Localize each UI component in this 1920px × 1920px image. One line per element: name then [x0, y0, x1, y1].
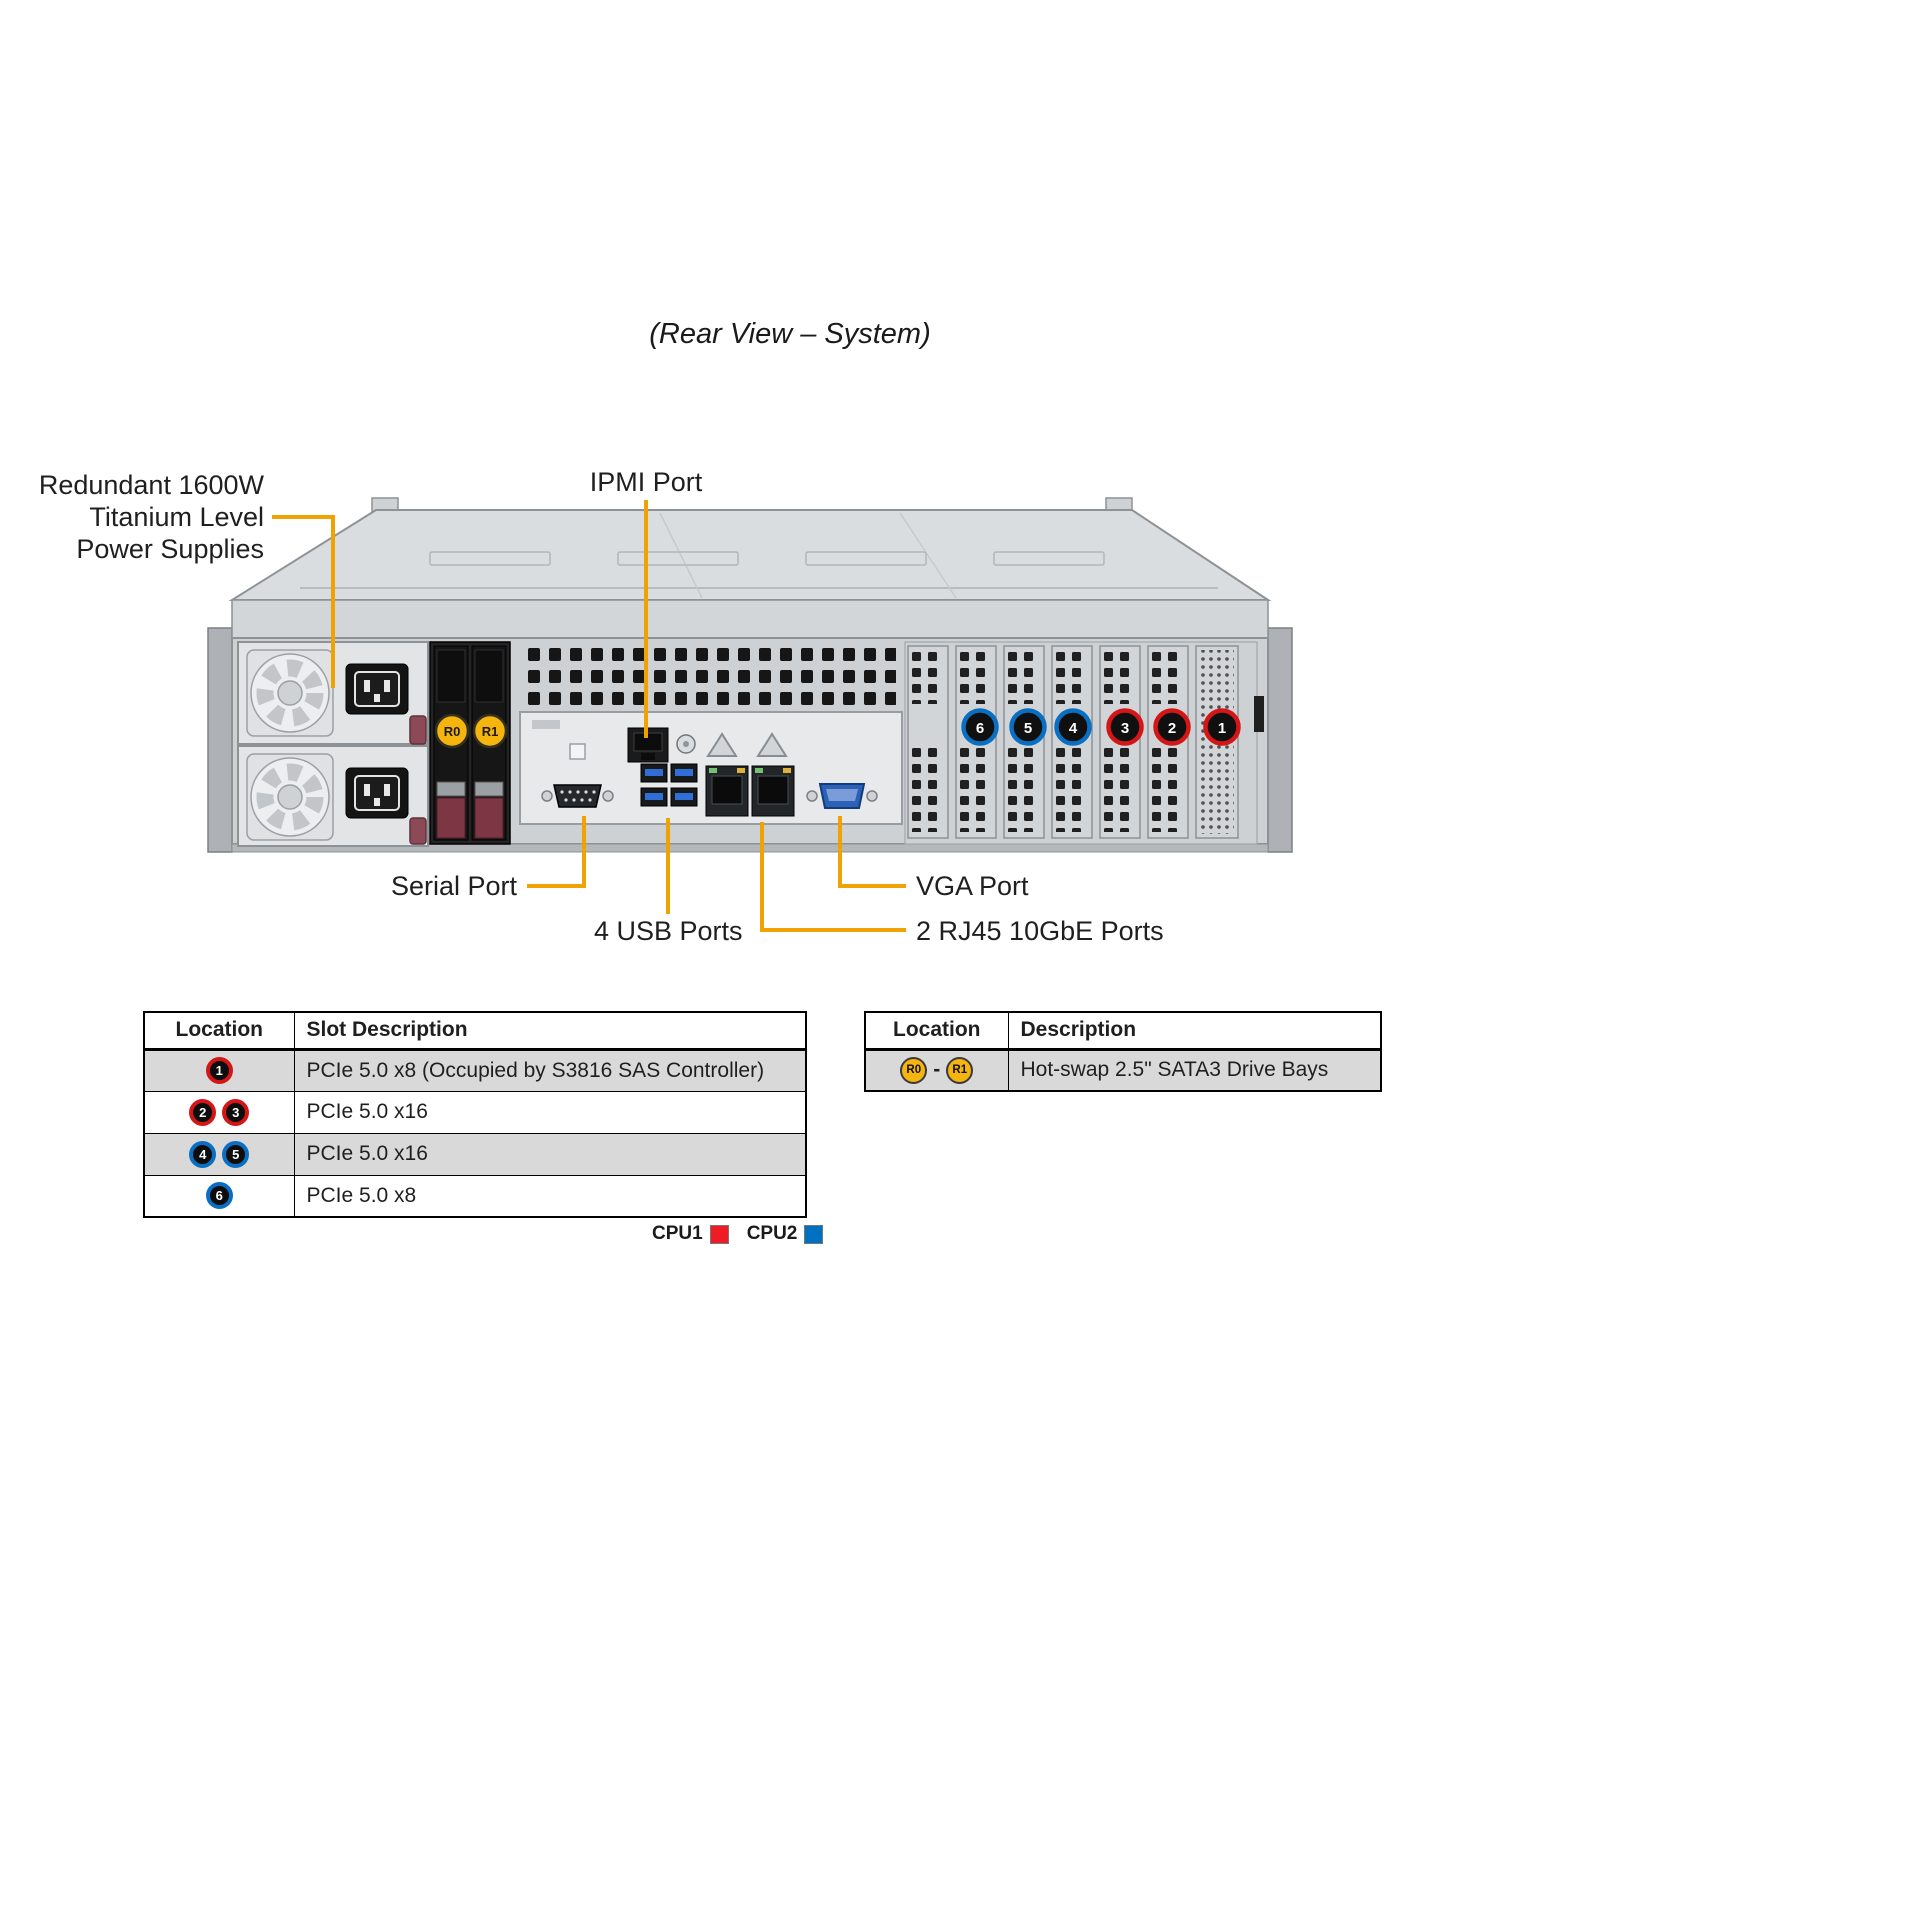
- panel-print: [532, 720, 560, 729]
- pcie-slot-marker: [1009, 708, 1047, 746]
- drive-tray-latch: [436, 797, 466, 839]
- ipmi-callout-label: IPMI Port: [589, 467, 703, 497]
- drive-table-header-description: Description: [1007, 1011, 1382, 1051]
- slot-description-cell: PCIe 5.0 x8 (Occupied by S3816 SAS Contr…: [293, 1048, 807, 1092]
- serial-callout-label: Serial Port: [390, 871, 517, 901]
- rj45-callout-label: 2 RJ45 10GbE Ports: [916, 916, 1164, 946]
- slot-table-row: 1 PCIe 5.0 x8 (Occupied by S3816 SAS Cont…: [143, 1048, 807, 1092]
- serial-port: [541, 784, 614, 808]
- chassis-top-lid: [228, 509, 1272, 601]
- server-rear-diagram: R0 R1: [207, 497, 1293, 932]
- drive-bay-marker-label: R1: [482, 724, 499, 739]
- chassis-ear-right: [1267, 627, 1293, 853]
- drive-bays: R0 R1: [429, 641, 511, 845]
- legend-label: CPU2: [746, 1223, 798, 1244]
- psu-2: [237, 745, 429, 847]
- usb-ports: [640, 763, 698, 807]
- pcie-slot-area: 6 5 4 3 2 1: [904, 641, 1264, 845]
- lid-seam: [659, 512, 703, 599]
- pcie-slot-number: 5: [1024, 720, 1032, 737]
- slot-badge: 2: [189, 1098, 217, 1126]
- drive-bay-marker: [472, 713, 508, 749]
- drive-bay-badge: R0: [900, 1056, 928, 1084]
- lid-latch-mark: [617, 551, 739, 566]
- slot-badge: 5: [222, 1140, 250, 1168]
- callout-lines: [272, 500, 906, 932]
- slot-description-cell: PCIe 5.0 x8: [293, 1174, 807, 1218]
- drive-tray-latch: [474, 797, 504, 839]
- rj45-ports: [705, 765, 795, 817]
- triangle-mark: [706, 732, 738, 757]
- pcie-slot-marker: [1106, 708, 1144, 746]
- pcie-slot-marker: [1054, 708, 1092, 746]
- pcie-slot-marker: [1203, 708, 1241, 746]
- slot-table-header-description: Slot Description: [293, 1011, 807, 1051]
- vga-callout-label: VGA Port: [916, 871, 1029, 901]
- slot-table: Location Slot Description 1 PCIe 5.0 x8 (…: [143, 1011, 807, 1218]
- psu-latch: [409, 715, 427, 745]
- slot-location-cell: 6: [143, 1174, 295, 1218]
- triangle-mark: [756, 732, 788, 757]
- chassis-switch: [1254, 696, 1264, 732]
- usb-callout-label: 4 USB Ports: [594, 916, 743, 946]
- drive-bay-marker: [434, 713, 470, 749]
- slot-table-row: 6 PCIe 5.0 x8: [143, 1174, 807, 1218]
- slot-table-header-location: Location: [143, 1011, 295, 1051]
- psu-callout-line1: Redundant 1600W: [38, 470, 264, 500]
- psu-latch: [409, 817, 427, 845]
- chassis-ear-left: [207, 627, 233, 853]
- rj45-callout-line: [760, 822, 906, 932]
- drive-table-header-location: Location: [864, 1011, 1009, 1051]
- lid-latch-mark: [805, 551, 927, 566]
- slot-table-header-row: Location Slot Description: [143, 1011, 807, 1051]
- serial-callout-line: [527, 816, 586, 888]
- slot-description-cell: PCIe 5.0 x16: [293, 1132, 807, 1176]
- slot-badge: 3: [222, 1098, 250, 1126]
- rear-bottom-strip: [231, 843, 1269, 853]
- drive-location-cell: R0-R1: [864, 1048, 1009, 1092]
- slot-badge: 4: [189, 1140, 217, 1168]
- vga-callout-line: [838, 816, 906, 888]
- legend-swatch: [804, 1224, 824, 1244]
- legend-label: CPU1: [652, 1223, 703, 1244]
- drive-table-header-row: Location Description: [864, 1011, 1382, 1051]
- legend-swatch: [709, 1224, 729, 1244]
- rear-top-band: [231, 599, 1269, 639]
- page-title: (Rear View – System): [649, 318, 931, 350]
- drive-description-cell: Hot-swap 2.5" SATA3 Drive Bays: [1007, 1048, 1382, 1092]
- panel-square-mark: [569, 743, 586, 760]
- lid-latch-mark: [429, 551, 551, 566]
- slot-badge: 6: [205, 1182, 233, 1210]
- pcie-slot-number: 2: [1168, 720, 1176, 737]
- io-panel: [519, 711, 903, 825]
- rear-vents: [524, 646, 896, 708]
- lid-latch-mark: [993, 551, 1105, 566]
- slot-location-cell: 1: [143, 1048, 295, 1092]
- pcie-slot-marker: [961, 708, 999, 746]
- psu-callout-line2: Titanium Level: [89, 502, 264, 532]
- pcie-slot-number: 3: [1121, 720, 1129, 737]
- psu-callout-label: Redundant 1600W Titanium Level Power Sup…: [28, 469, 264, 565]
- pcie-slot-marker: [1153, 708, 1191, 746]
- vga-port: [806, 783, 878, 809]
- badge-separator: -: [933, 1058, 941, 1082]
- pcie-slot-number: 6: [976, 720, 984, 737]
- psu-callout-line3: Power Supplies: [76, 534, 264, 564]
- pcie-slot-number: 1: [1218, 720, 1226, 737]
- cpu-legend: CPU1 CPU2: [652, 1223, 841, 1245]
- drive-bay-badge: R1: [946, 1056, 974, 1084]
- drive-bay-marker-label: R0: [444, 724, 461, 739]
- slot-description-cell: PCIe 5.0 x16: [293, 1090, 807, 1134]
- slot-badge: 1: [205, 1057, 233, 1084]
- pcie-slot-number: 4: [1069, 720, 1078, 737]
- psu-callout-line: [272, 515, 335, 688]
- lid-seam: [899, 512, 957, 599]
